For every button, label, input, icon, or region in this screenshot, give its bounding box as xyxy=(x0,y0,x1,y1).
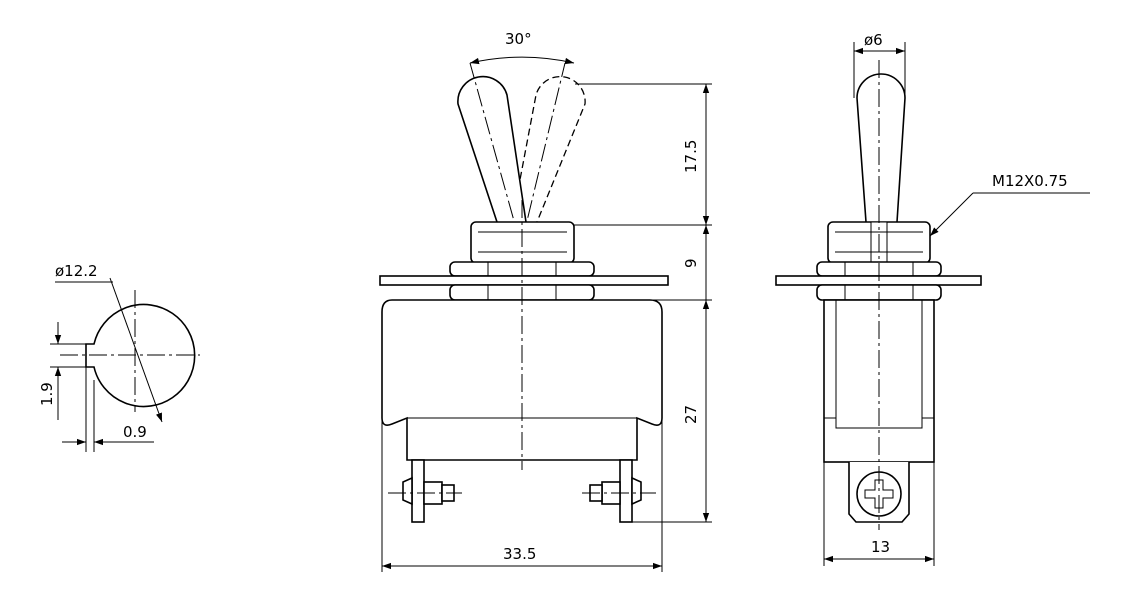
lever-alt-position xyxy=(511,75,586,223)
side-view: ø6 M12X0.75 13 xyxy=(775,31,1090,566)
bushing-height-label: 9 xyxy=(682,258,700,268)
body-height-label: 27 xyxy=(682,405,700,424)
lever-centerline xyxy=(469,62,522,247)
side-width-label: 13 xyxy=(871,538,890,556)
left-terminal xyxy=(388,459,462,523)
phillips-cross xyxy=(864,479,894,509)
thread-label: M12X0.75 xyxy=(992,172,1068,190)
cutout-diameter-label: ø12.2 xyxy=(55,262,98,280)
cutout-diameter-leader xyxy=(109,277,163,423)
panel-plate xyxy=(379,275,669,286)
side-lever xyxy=(856,73,906,223)
lever xyxy=(457,75,527,223)
cutout-outline xyxy=(85,303,196,408)
key-depth-label: 0.9 xyxy=(123,423,147,441)
body-width-label: 33.5 xyxy=(503,545,536,563)
panel-cutout-view: ø12.2 1.9 0.9 xyxy=(38,262,200,452)
front-view: 30° xyxy=(379,30,712,572)
right-terminal xyxy=(582,459,656,523)
lever-diameter-label: ø6 xyxy=(864,31,883,49)
key-width-label: 1.9 xyxy=(38,382,56,406)
angle-label: 30° xyxy=(505,30,532,48)
lever-length-label: 17.5 xyxy=(682,140,700,173)
